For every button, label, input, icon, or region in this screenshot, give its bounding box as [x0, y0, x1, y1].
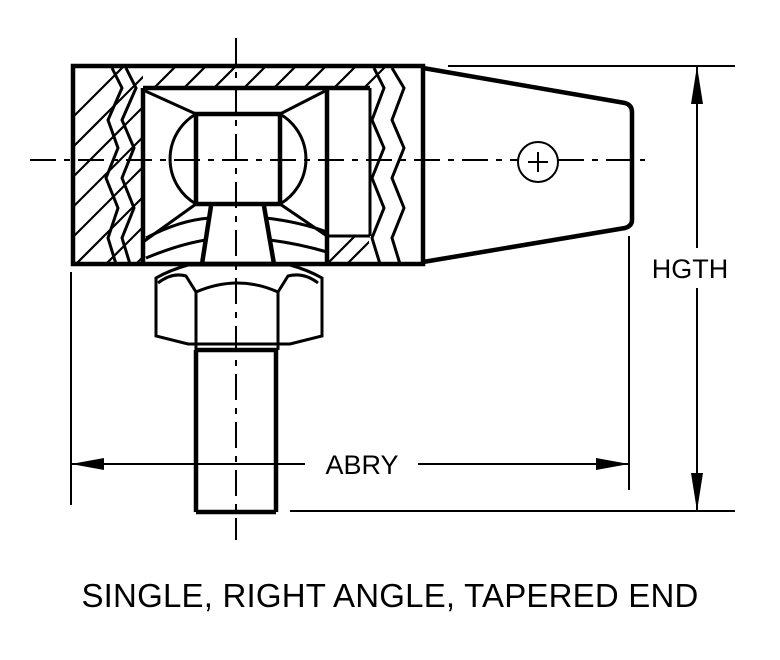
- stud-neck: [199, 205, 277, 267]
- drawing-caption: SINGLE, RIGHT ANGLE, TAPERED END: [81, 577, 699, 614]
- section-hatching: [73, 66, 388, 264]
- arrow-right-icon: [596, 458, 629, 470]
- arrow-left-icon: [71, 458, 104, 470]
- abry-label: ABRY: [325, 450, 398, 480]
- thread-zigzag-lines: [104, 67, 406, 265]
- arrow-up-icon: [691, 66, 703, 104]
- stud-shank: [193, 350, 279, 515]
- arrow-down-icon: [691, 473, 703, 511]
- hgth-label: HGTH: [652, 254, 729, 284]
- extension-lines: [70, 65, 735, 512]
- tapered-end: [422, 65, 635, 265]
- hgth-dimension: HGTH: [652, 66, 729, 511]
- hex-nut: [154, 263, 324, 353]
- cross-hole-symbol: [517, 141, 559, 183]
- abry-dimension: ABRY: [71, 450, 629, 480]
- centerlines: [30, 38, 645, 540]
